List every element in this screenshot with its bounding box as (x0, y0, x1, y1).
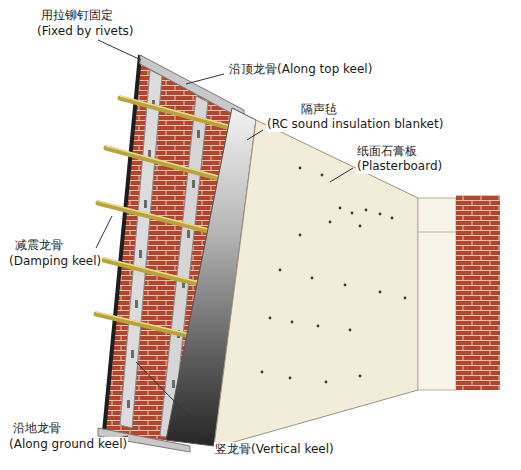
callout-label: (RC sound insulation blanket) (266, 117, 444, 132)
screw (391, 217, 394, 220)
screw (349, 329, 352, 332)
keel-highlight (120, 96, 246, 130)
keel-hole (127, 400, 130, 408)
screw (344, 284, 347, 287)
screw (291, 321, 294, 324)
leader-line (247, 130, 263, 140)
screw (299, 234, 302, 237)
panel-joint (418, 232, 456, 233)
screw (359, 225, 362, 228)
leader-lines (96, 40, 353, 440)
screw (289, 377, 292, 380)
keel-hole (187, 230, 190, 238)
keel-hole (139, 250, 142, 258)
screw (339, 207, 342, 210)
callout-label: (Damping keel) (8, 254, 102, 269)
screw (379, 291, 382, 294)
screw (269, 317, 272, 320)
screw (379, 213, 382, 216)
screw (365, 209, 368, 212)
callout-label: 沿地龙骨 (12, 421, 62, 436)
leader-line (186, 74, 224, 84)
keel-hole (172, 380, 175, 388)
callout-label: 沿顶龙骨(Along top keel) (228, 62, 373, 77)
keel-hole (144, 200, 147, 208)
leader-line (136, 362, 212, 440)
screw (317, 325, 320, 328)
vertical-keel (120, 70, 162, 428)
screw (321, 174, 324, 177)
leader-line (98, 40, 141, 60)
screw (261, 371, 264, 374)
screw (325, 381, 328, 384)
screw (279, 269, 282, 272)
callout-label: 纸面石膏板 (356, 144, 418, 159)
screw (329, 221, 332, 224)
callout-label: (Fixed by rivets) (36, 24, 135, 39)
leader-line (330, 168, 353, 182)
callout-label: 减震龙骨 (14, 238, 64, 253)
screw (311, 277, 314, 280)
keel-hole (135, 300, 138, 308)
screw (404, 297, 407, 300)
callout-label: 用拉铆钉固定 (40, 8, 114, 23)
callout-label: (Along ground keel) (8, 437, 128, 452)
keel-hole (192, 180, 195, 188)
screw (299, 167, 302, 170)
keel-hole (197, 130, 200, 138)
leader-line (96, 216, 112, 248)
damping-keel (120, 98, 246, 132)
screw (351, 212, 354, 215)
wall-end-panel (418, 198, 456, 390)
callout-label: (Plasterboard) (356, 159, 443, 174)
screw (359, 375, 362, 378)
screw-dots (261, 167, 407, 384)
callout-label: 隔声毡 (300, 102, 338, 117)
brick-wall-end (456, 195, 500, 390)
callout-label: 竖龙骨(Vertical keel) (214, 442, 335, 457)
keel-hole (131, 350, 134, 358)
